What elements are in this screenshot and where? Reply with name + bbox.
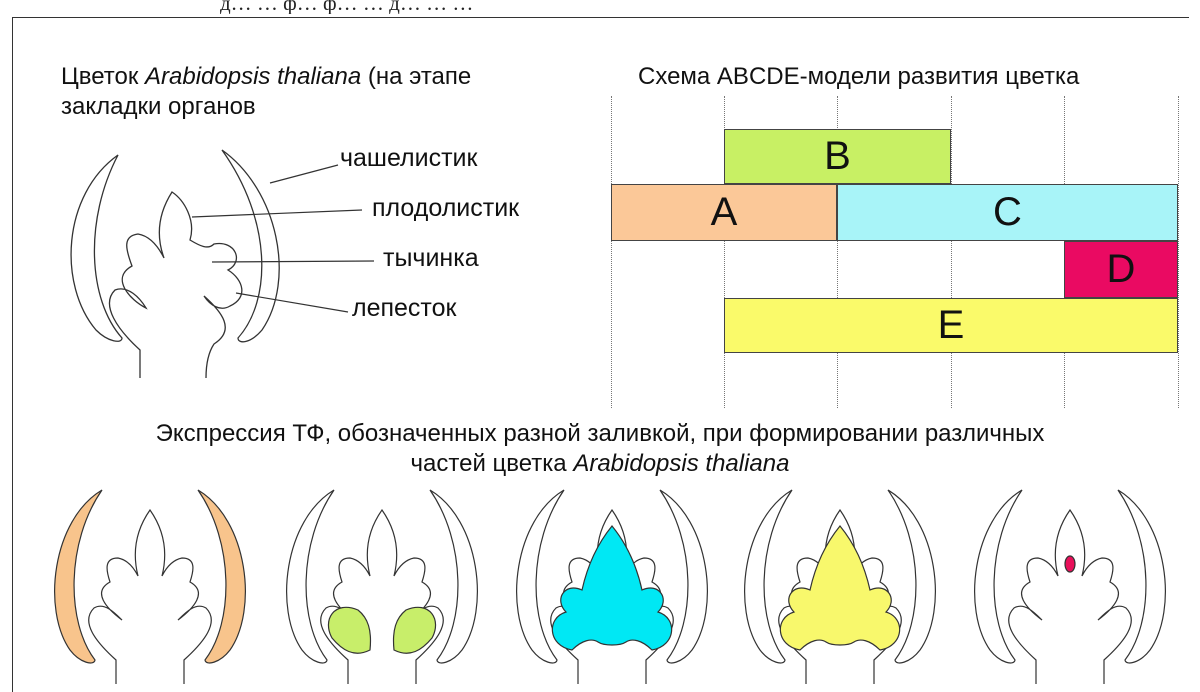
label-petal: лепесток: [352, 294, 457, 322]
left-title-prefix: Цветок: [61, 63, 146, 90]
bar-a-label: A: [710, 190, 738, 234]
left-title-species: Arabidopsis thaliana: [145, 63, 362, 90]
scheme-gridline: [1178, 96, 1179, 408]
scheme-gridline: [951, 96, 952, 408]
left-title-line2: закладки органов: [61, 93, 256, 120]
bar-e-label: E: [937, 303, 965, 347]
left-title: Цветок Arabidopsis thaliana (на этапе за…: [61, 62, 471, 122]
clipped-top-text-content: д… … ф… ф… … д… … …: [220, 0, 474, 14]
bar-b-label: B: [824, 134, 851, 178]
label-stamen: тычинка: [383, 244, 479, 272]
scheme-gridline: [837, 96, 838, 408]
scheme-gridline: [724, 96, 725, 408]
bar-a: A: [611, 184, 837, 241]
bar-c-label: C: [993, 190, 1022, 234]
bottom-caption-species: Arabidopsis thaliana: [573, 450, 790, 477]
bar-b: B: [724, 129, 951, 184]
bottom-caption-line1: Экспрессия ТФ, обозначенных разной залив…: [155, 420, 1045, 447]
left-title-suffix: (на этапе: [361, 63, 472, 90]
bottom-caption-line2: частей цветка Arabidopsis thaliana: [0, 449, 1200, 479]
bar-e: E: [724, 298, 1178, 353]
bar-d-label: D: [1106, 247, 1136, 291]
clipped-top-text: д… … ф… ф… … д… … …: [220, 0, 1120, 14]
label-sepal: чашелистик: [340, 144, 478, 172]
scheme-gridline: [611, 96, 612, 408]
bar-d: D: [1064, 241, 1178, 298]
bottom-caption-prefix: частей цветка: [410, 450, 574, 477]
figure-frame: [12, 17, 1189, 692]
scheme-title: Схема ABCDE-модели развития цветка: [638, 63, 1080, 90]
bar-c: C: [837, 184, 1178, 241]
label-carpel: плодолистик: [372, 194, 520, 222]
